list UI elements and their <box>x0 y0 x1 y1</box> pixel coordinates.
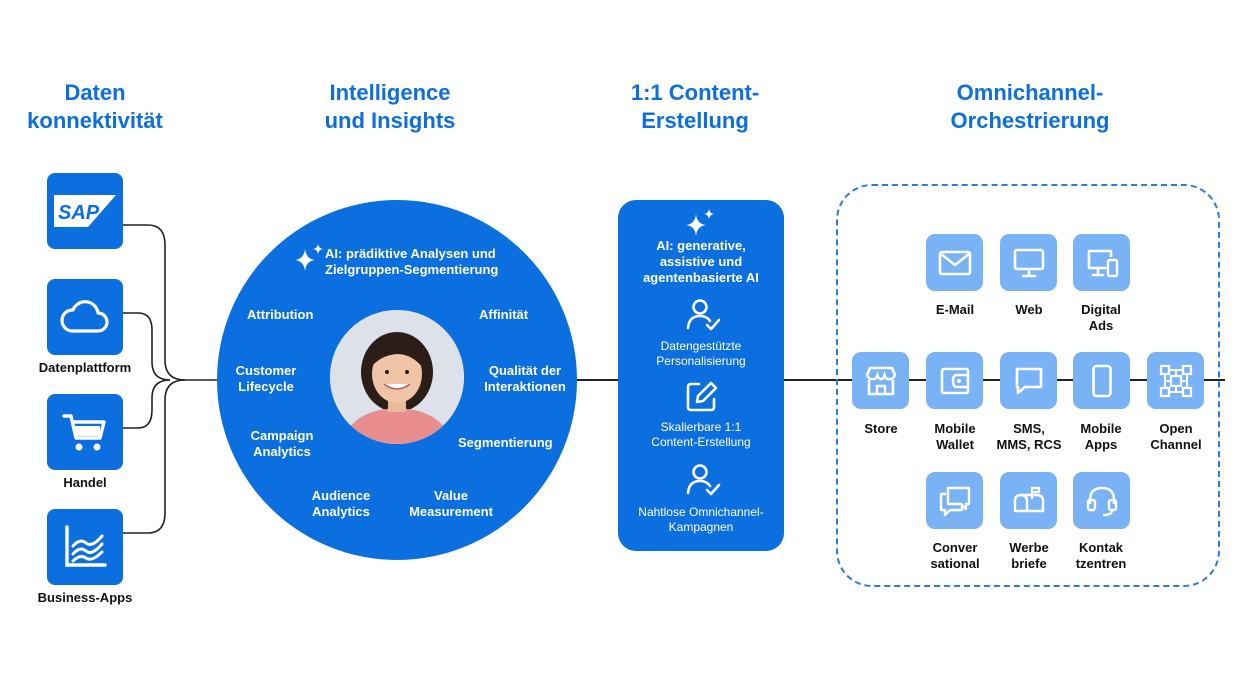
business-apps-label: Business-Apps <box>37 590 133 605</box>
value-measurement-label: Value Measurement <box>409 488 493 519</box>
source-connectors <box>123 224 220 534</box>
campaign-analytics-label: Campaign Analytics <box>250 428 314 459</box>
connector-sms-apps <box>1056 379 1073 381</box>
personalisierung-label: Datengestützte Personalisierung <box>656 339 746 368</box>
audience-analytics-label: Audience Analytics <box>311 488 371 519</box>
user-check-icon <box>686 464 721 496</box>
sap-logo-icon: SAP <box>54 195 116 227</box>
omnichannel-container <box>836 184 1220 587</box>
datenplattform-tile[interactable] <box>47 279 123 355</box>
network-icon <box>1159 364 1192 397</box>
conversational-tile[interactable] <box>926 472 983 529</box>
heading-omnichannel-orchestrierung: Omnichannel- Orchestrierung <box>950 80 1110 133</box>
headset-icon <box>1086 486 1117 516</box>
store-label: Store <box>864 421 898 436</box>
mobile-wallet-label: Mobile Wallet <box>934 421 976 452</box>
web-label: Web <box>1015 302 1043 317</box>
connector-panel-omni <box>783 379 853 381</box>
user-check-icon <box>686 299 721 331</box>
sparkle-icon <box>295 244 323 271</box>
connector-circle-panel <box>576 379 619 381</box>
digital-ads-label: Digital Ads <box>1081 302 1121 333</box>
portrait-photo <box>330 310 464 444</box>
segmentierung-label: Segmentierung <box>458 435 553 450</box>
handel-tile[interactable] <box>47 394 123 470</box>
line-chart-icon <box>65 525 107 567</box>
wallet-icon <box>940 367 969 394</box>
sms-label: SMS, MMS, RCS <box>996 421 1062 452</box>
connector-store-wallet <box>909 379 927 381</box>
cloud-icon <box>60 300 109 333</box>
conversational-label: Conver sational <box>930 540 980 571</box>
werbebriefe-tile[interactable] <box>1000 472 1057 529</box>
mobile-apps-label: Mobile Apps <box>1080 421 1122 452</box>
connector-wallet-sms <box>983 379 1000 381</box>
sparkle-icon <box>686 209 714 236</box>
heading-datenkonnektivitaet: Daten konnektivität <box>27 80 163 133</box>
mail-icon <box>938 250 971 275</box>
customer-lifecycle-label: Customer Lifecycle <box>235 363 297 394</box>
datenplattform-label: Datenplattform <box>38 360 132 375</box>
attribution-label: Attribution <box>247 307 314 322</box>
mobile-wallet-tile[interactable] <box>926 352 983 409</box>
sms-tile[interactable] <box>1000 352 1057 409</box>
intelligence-title: AI: prädiktive Analysen und Zielgruppen-… <box>325 246 499 277</box>
heading-intelligence-insights: Intelligence und Insights <box>324 80 456 133</box>
kontaktzentren-tile[interactable] <box>1073 472 1130 529</box>
pencil-square-icon <box>686 381 718 412</box>
conversation-icon <box>939 486 970 516</box>
open-channel-tile[interactable] <box>1147 352 1204 409</box>
business-apps-tile[interactable] <box>47 509 123 585</box>
handel-label: Handel <box>63 475 107 490</box>
web-tile[interactable] <box>1000 234 1057 291</box>
smartphone-icon <box>1091 364 1112 397</box>
monitor-icon <box>1013 248 1044 277</box>
content-title: AI: generative, assistive und agentenbas… <box>643 238 759 285</box>
content-panel: AI: generative, assistive und agentenbas… <box>618 200 784 551</box>
content-erstellung-label: Skalierbare 1:1 Content-Erstellung <box>651 420 751 449</box>
digital-ads-tile[interactable] <box>1073 234 1130 291</box>
storefront-icon <box>865 366 896 395</box>
kontaktzentren-label: Kontak tzentren <box>1075 540 1127 571</box>
email-label: E-Mail <box>935 302 975 317</box>
sap-tile[interactable]: SAP <box>47 173 123 249</box>
email-tile[interactable] <box>926 234 983 291</box>
devices-icon <box>1087 249 1118 277</box>
open-channel-label: Open Channel <box>1150 421 1202 452</box>
qualitaet-label: Qualität der Interaktionen <box>484 363 566 394</box>
werbebriefe-label: Werbe briefe <box>1009 540 1049 571</box>
connector-apps-open <box>1129 379 1147 381</box>
connector-open-out <box>1203 379 1225 381</box>
kampagnen-label: Nahtlose Omnichannel- Kampagnen <box>638 505 764 534</box>
store-tile[interactable] <box>852 352 909 409</box>
mailbox-icon <box>1013 486 1044 512</box>
affinitaet-label: Affinität <box>479 307 529 322</box>
mobile-apps-tile[interactable] <box>1073 352 1130 409</box>
shopping-cart-icon <box>62 414 106 451</box>
heading-content-erstellung: 1:1 Content- Erstellung <box>630 80 760 133</box>
svg-text:SAP: SAP <box>58 202 100 224</box>
chat-bubble-icon <box>1015 367 1042 394</box>
